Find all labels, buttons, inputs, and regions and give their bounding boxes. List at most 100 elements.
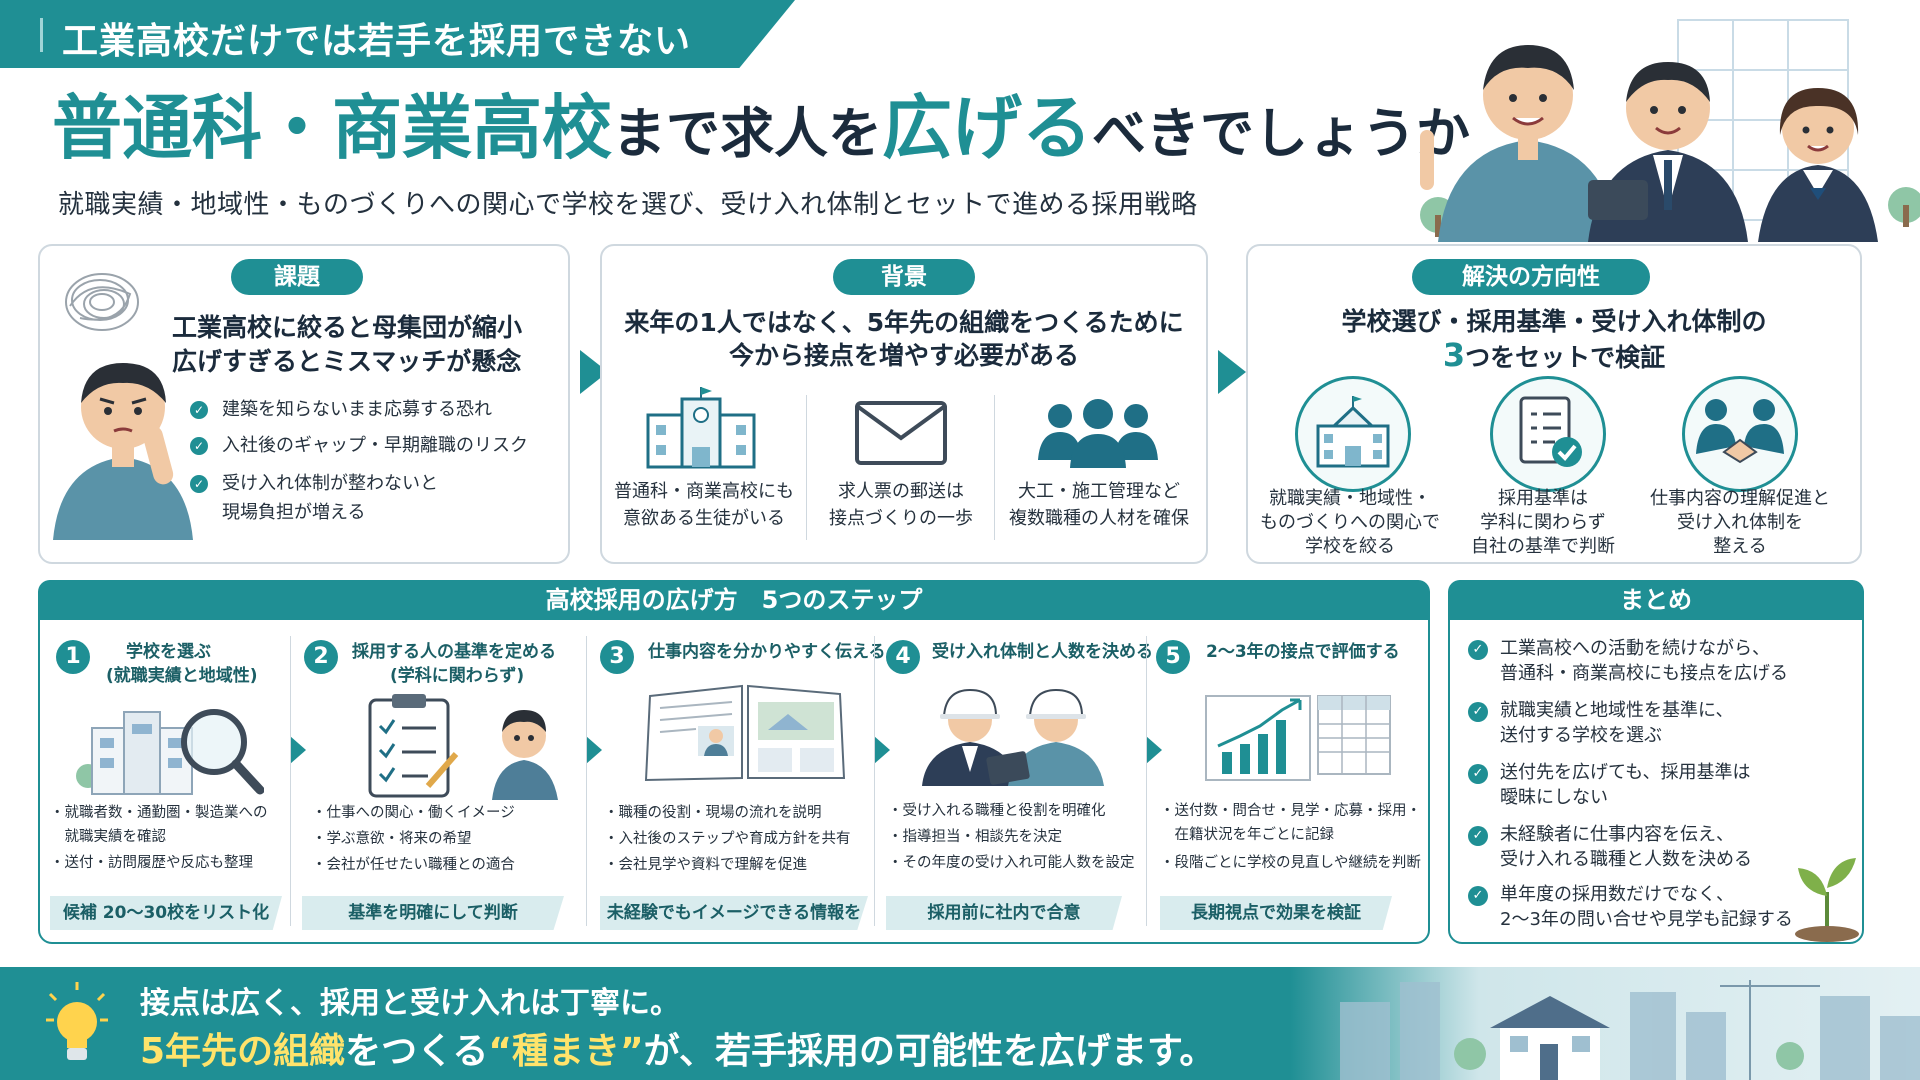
step-4-tag: 採用前に社内で合意 xyxy=(886,896,1122,930)
summary-item-5-line1: 単年度の採用数だけでなく、 xyxy=(1500,884,1734,905)
bar-chart-icon xyxy=(1205,695,1391,781)
step-1-bullet-2: 就職実績を確認 xyxy=(50,829,166,845)
background-col2-line2: 接点づくりの一歩 xyxy=(829,508,973,529)
worried-worker-icon xyxy=(53,363,193,540)
solution-col3-line3: 整える xyxy=(1713,536,1767,557)
summary-item-1-line1: 工業高校への活動を続けながら、 xyxy=(1500,638,1770,659)
divider xyxy=(874,636,875,926)
background-title-line2: 今から接点を増やす必要がある xyxy=(728,341,1079,370)
headline-part2: まで求人を xyxy=(612,102,882,165)
step-5-number: 5 xyxy=(1156,640,1190,674)
solution-label: 解決の方向性 xyxy=(1412,259,1650,295)
step-3-bullet-3: ・会社見学や資料で理解を促進 xyxy=(604,857,807,873)
step-4-bullet-3: ・その年度の受け入れ可能人数を設定 xyxy=(888,855,1135,871)
lightbulb-icon xyxy=(46,982,108,1060)
issue-title-line1: 工業高校に絞ると母集団が縮小 xyxy=(172,313,523,342)
background-col1-line2: 意欲ある生徒がいる xyxy=(623,508,785,529)
step-2-title: 採用する人の基準を定める xyxy=(352,642,556,662)
step-2-bullet-1: ・仕事への関心・働くイメージ xyxy=(312,805,515,821)
checklist-icon xyxy=(1519,396,1582,467)
solution-title-line2: 3つをセットで検証 xyxy=(1442,336,1666,374)
headline-part3: 広げる xyxy=(882,87,1092,169)
step-5-bullet-3: ・段階ごとに学校の見直しや継続を判断 xyxy=(1160,855,1421,871)
step-2-bullet-3: ・会社が任せたい職種との適合 xyxy=(312,857,515,873)
solution-col2-line3: 自社の基準で判断 xyxy=(1471,536,1615,557)
step-1-tag: 候補 20～30校をリスト化 xyxy=(50,896,282,930)
summary-item-4-line1: 未経験者に仕事内容を伝え、 xyxy=(1500,824,1734,845)
school-building-icon xyxy=(646,387,756,469)
divider xyxy=(290,636,291,926)
issue-item-3: ✓受け入れ体制が整わないと xyxy=(190,470,438,498)
issue-label: 課題 xyxy=(231,259,363,295)
step-3-bullet-2: ・入社後のステップや育成方針を共有 xyxy=(604,831,851,847)
headline-part4: べきでしょうか xyxy=(1092,102,1470,165)
check-icon: ✓ xyxy=(1468,640,1488,660)
top-banner-accent xyxy=(40,18,43,52)
summary-item-1-line2: 普通科・商業高校にも接点を広げる xyxy=(1500,663,1788,684)
step-4-bullet-2: ・指導担当・相談先を決定 xyxy=(888,829,1062,845)
check-icon: ✓ xyxy=(190,475,208,493)
summary-item-2-line2: 送付する学校を選ぶ xyxy=(1500,725,1662,746)
step-2-subtitle: (学科に関わらず) xyxy=(390,666,525,686)
step-4-bullet-1: ・受け入れる職種と役割を明確化 xyxy=(888,803,1106,819)
background-col1-line1: 普通科・商業高校にも xyxy=(614,481,794,502)
step-1-subtitle: (就職実績と地域性) xyxy=(106,666,258,686)
people-group-icon xyxy=(1038,399,1158,468)
solution-col1-line3: 学校を絞る xyxy=(1305,536,1395,557)
summary-item-4-line2: 受け入れる職種と人数を決める xyxy=(1500,849,1752,870)
headline-part1: 普通科・商業高校 xyxy=(52,87,612,169)
sprout-icon xyxy=(1795,858,1859,942)
top-banner-title: 工業高校だけでは若手を採用できない xyxy=(62,21,692,62)
divider xyxy=(994,395,995,540)
step-2-tag: 基準を明確にして判断 xyxy=(302,896,564,930)
summary-item-3-line1: 送付先を広げても、採用基準は xyxy=(1500,762,1751,783)
footer-highlight-2: “種まき” xyxy=(488,1031,644,1072)
step-2-number: 2 xyxy=(304,640,338,674)
step-4-number: 4 xyxy=(886,640,920,674)
footer-highlight-1: 5年先の組織 xyxy=(140,1031,346,1072)
check-icon: ✓ xyxy=(190,437,208,455)
solution-col1-line2: ものづくりへの関心で xyxy=(1260,512,1440,533)
staff-illustration xyxy=(1420,19,1920,242)
summary-panel xyxy=(1448,580,1864,944)
check-icon: ✓ xyxy=(1468,826,1488,846)
divider xyxy=(586,636,587,926)
solution-col3-line2: 受け入れ体制を xyxy=(1677,512,1803,533)
footer-line-1: 接点は広く、採用と受け入れは丁寧に。 xyxy=(140,986,680,1021)
solution-col1-line1: 就職実績・地域性・ xyxy=(1269,488,1431,509)
check-icon: ✓ xyxy=(1468,702,1488,722)
page-title: 普通科・商業高校まで求人を広げるべきでしょうか xyxy=(52,88,1470,174)
step-3-title: 仕事内容を分かりやすく伝える xyxy=(648,642,886,662)
solution-title-line1: 学校選び・採用基準・受け入れ体制の xyxy=(1341,307,1767,336)
solution-col2-line1: 採用基準は xyxy=(1498,488,1588,509)
check-icon: ✓ xyxy=(1468,764,1488,784)
step-1-bullet-3: ・送付・訪問履歴や反応も整理 xyxy=(50,855,253,871)
helmet-workers-icon xyxy=(922,688,1104,786)
issue-item-2: ✓入社後のギャップ・早期離職のリスク xyxy=(190,432,528,460)
step-arrow-icon xyxy=(586,736,602,764)
summary-title: まとめ xyxy=(1448,580,1864,620)
step-5-bullet-1: ・送付数・問合せ・見学・応募・採用・ xyxy=(1160,803,1421,819)
summary-item-3-line2: 曖昧にしない xyxy=(1500,787,1608,808)
solution-col3-line1: 仕事内容の理解促進と xyxy=(1650,488,1830,509)
city-skyline-icon xyxy=(1340,980,1920,1080)
handshake-icon xyxy=(1696,399,1784,464)
worry-scribble-icon xyxy=(65,273,139,331)
issue-item-1: ✓建築を知らないまま応募する恐れ xyxy=(190,396,492,424)
step-arrow-icon xyxy=(874,736,890,764)
check-icon: ✓ xyxy=(190,401,208,419)
envelope-icon xyxy=(855,401,947,465)
issue-title-line2: 広げすぎるとミスマッチが懸念 xyxy=(172,347,522,376)
background-title-line1: 来年の1人ではなく、5年先の組織をつくるために xyxy=(624,308,1184,337)
summary-item-5-line2: 2～3年の問い合せや見学も記録する xyxy=(1500,909,1793,930)
step-5-title: 2～3年の接点で評価する xyxy=(1206,642,1400,662)
brochure-icon xyxy=(644,684,846,782)
step-1-number: 1 xyxy=(56,640,90,674)
background-label: 背景 xyxy=(833,259,975,295)
step-3-tag: 未経験でもイメージできる情報を xyxy=(600,896,868,930)
background-col3-line1: 大工・施工管理など xyxy=(1018,481,1180,502)
divider xyxy=(1146,636,1147,926)
background-col3-line2: 複数職種の人材を確保 xyxy=(1009,508,1189,529)
step-1-bullet-1: ・就職者数・通勤圏・製造業への xyxy=(50,805,268,821)
issue-item-3-cont: 現場負担が増える xyxy=(222,502,366,523)
